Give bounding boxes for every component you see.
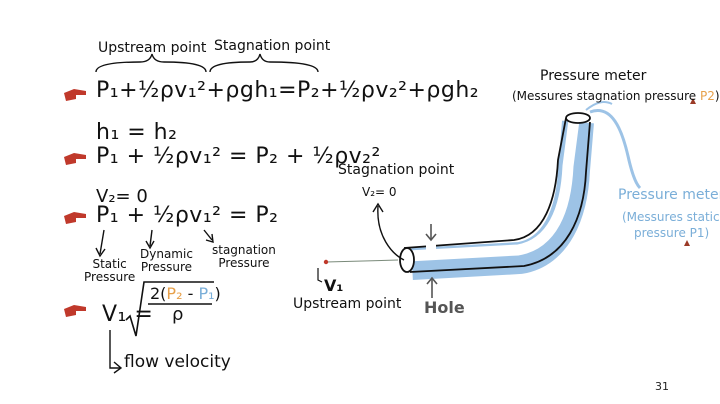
page-number: 31: [655, 380, 669, 393]
dynamic-arrow: [149, 229, 153, 247]
pitot-tube: [399, 112, 594, 280]
upstream-point-dot: [323, 259, 329, 265]
height-equality: h₁ = h₂: [96, 120, 178, 145]
hand-pointer-icon: [64, 305, 86, 317]
flow-velocity-arrow: [109, 330, 120, 369]
v2-zero-diagram: V₂= 0: [362, 185, 397, 199]
stagnation-brace: [209, 53, 319, 73]
v1-label: V₁: [324, 276, 344, 295]
stagnation-point-diagram-label: Stagnation point: [338, 162, 455, 178]
velocity-numerator: 2(P₂ - P₁): [150, 284, 221, 303]
pressure-meter-right-sub1: (Messures static: [622, 210, 720, 224]
v2-zero: V₂= 0: [96, 186, 148, 207]
stagnation-point-arrow: [377, 205, 405, 261]
p1-term: P₁: [198, 284, 215, 303]
pressure-meter-top-title: Pressure meter: [540, 68, 647, 84]
hand-pointer-icon: [64, 89, 86, 101]
pressure-triangle-icon: [684, 240, 690, 246]
static-arrow: [99, 229, 105, 255]
velocity-denominator: ρ: [172, 304, 184, 325]
hand-pointer-icon: [64, 153, 86, 165]
pressure-relation: P₁ + ½ρv₁² = P₂: [96, 203, 279, 228]
upstream-brace: [95, 53, 207, 73]
upstream-point-diagram-label: Upstream point: [293, 296, 402, 312]
pressure-meter-top-subtitle: (Messures stagnation pressure P2): [512, 89, 720, 103]
hand-pointer-icon: [64, 212, 86, 224]
upstream-point-label: Upstream point: [98, 40, 207, 56]
flow-velocity-label: flow velocity: [124, 352, 231, 372]
pressure-meter-right-sub2: pressure P1): [634, 226, 710, 240]
simplified-equation: P₁ + ½ρv₁² = P₂ + ½ρv₂²: [96, 144, 381, 169]
sqrt-sign: [125, 281, 214, 337]
bernoulli-equation: P₁+½ρv₁²+ρgh₁=P₂+½ρv₂²+ρgh₂: [96, 78, 480, 103]
v1-arrow: [317, 268, 323, 283]
stagnation-pressure-line: [585, 101, 613, 111]
stagnation-arrow: [203, 229, 213, 241]
pressure-triangle-icon: [690, 98, 696, 104]
pressure-meter-right-title: Pressure meter: [618, 187, 720, 203]
static-pressure-line: [589, 109, 642, 190]
upstream-flow-line: [325, 259, 399, 263]
velocity-lhs: V₁ =: [102, 302, 154, 327]
p2-term: P₂: [166, 284, 183, 303]
stagnation-point-label: Stagnation point: [214, 38, 331, 54]
hole-label: Hole: [424, 298, 465, 317]
